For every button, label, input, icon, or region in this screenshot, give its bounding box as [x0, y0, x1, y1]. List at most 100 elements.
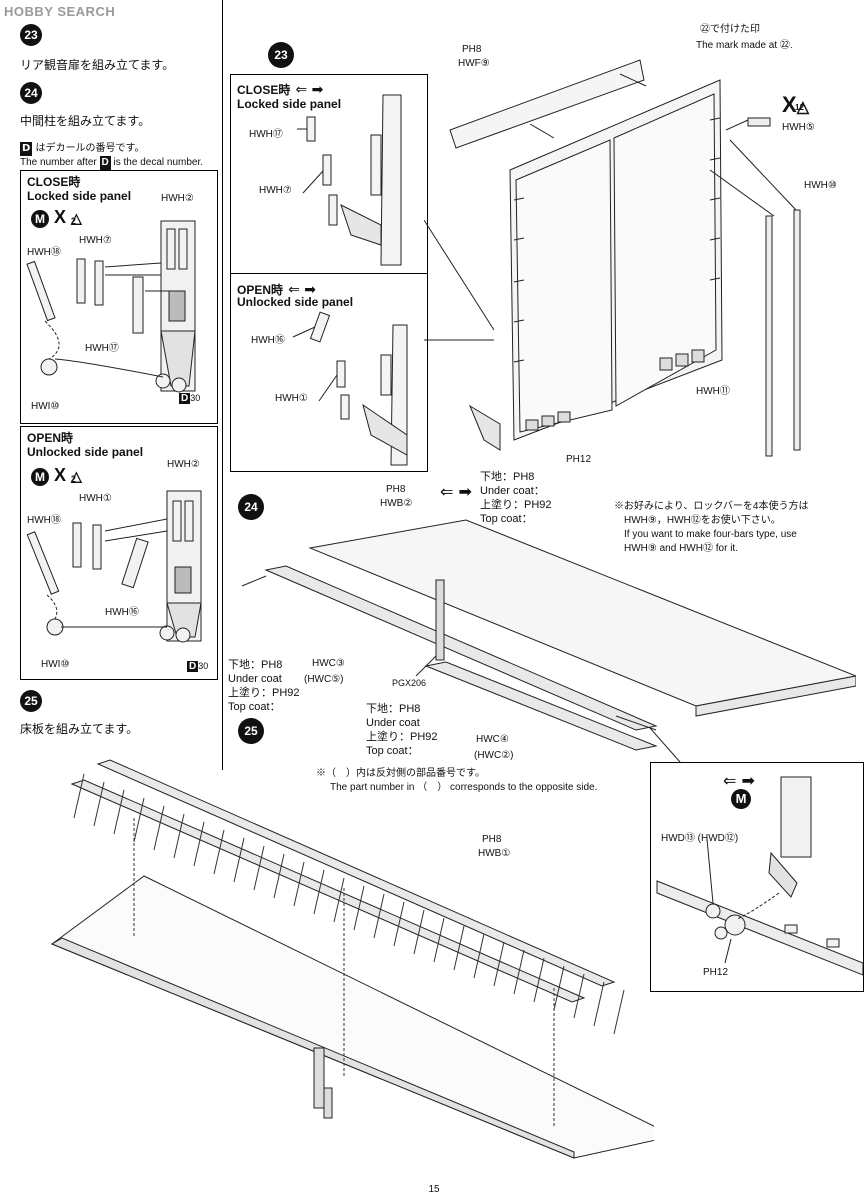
coat1-top-jp: 上塗り：PH92: [480, 499, 552, 511]
open-label-hwh16: HWH⑯: [105, 607, 139, 618]
hwh5-label: HWH⑤: [782, 122, 815, 133]
inset-open-title-en: Unlocked side panel: [237, 295, 354, 309]
decal-note-en-prefix: The number after: [20, 157, 97, 168]
x12-tri-number: 12: [795, 103, 804, 112]
inset-close-title: CLOSE時 ⇐ ➡: [237, 79, 323, 98]
hwc4-coat-jp: 下地：PH8: [366, 703, 421, 715]
step-23-badge: 23: [20, 24, 42, 46]
open-decal-num: 30: [198, 661, 209, 671]
open-mx-marks: M X △2: [31, 465, 87, 486]
decal-badge: D: [20, 142, 33, 156]
page-number: 15: [428, 1184, 440, 1195]
inset-close-title-jp: CLOSE時: [237, 83, 291, 97]
inset-divider: [231, 273, 427, 274]
m-circle-icon: M: [31, 210, 49, 228]
note-jp1: ※お好みにより、ロックバーを4本使う方は: [614, 501, 809, 512]
inset-diagram: [292, 94, 408, 466]
watermark-logo: HOBBY SEARCH: [4, 4, 116, 19]
close-decal-d: D: [179, 393, 191, 404]
step-25-text: 床板を組み立てます。: [20, 722, 139, 736]
triangle-icon: △: [71, 210, 82, 226]
open-title-jp: OPEN時: [27, 431, 74, 445]
note-en1: If you want to make four-bars type, use: [624, 529, 797, 540]
hwc4-top: Top coat：: [366, 745, 419, 757]
inset-open-hwh16: HWH⑯: [251, 335, 285, 346]
close-label-hwh18: HWH⑱: [27, 247, 61, 258]
hwc3-top-jp: 上塗り：PH92: [228, 687, 300, 699]
close-label-hwi10: HWI⑩: [31, 401, 60, 412]
step-23-text: リア観音扉を組み立てます。: [20, 58, 175, 72]
hwc3-coat-jp: 下地：PH8: [228, 659, 283, 671]
double-arrow-icon: ⇐ ➡: [295, 82, 324, 98]
step-25-badge: 25: [20, 690, 42, 712]
inset-open-hwh1: HWH①: [275, 393, 308, 404]
close-label-hwh7: HWH⑦: [79, 235, 112, 246]
right-step-23-badge: 23: [268, 42, 294, 68]
decal-note: D はデカールの番号です。 The number after D is the …: [20, 142, 203, 170]
hwc4-part: HWC④: [476, 734, 509, 745]
inset-close-hwh7: HWH⑦: [259, 185, 292, 196]
triangle-number: 2: [70, 474, 76, 484]
hwb1-part: HWB①: [478, 848, 511, 859]
hwd13-label: HWD⑬ (HWD⑫): [661, 833, 739, 844]
hwb2-part: HWB②: [380, 498, 413, 509]
close-mx-marks: M X △2: [31, 207, 87, 228]
four-bar-note: ※お好みにより、ロックバーを4本使う方は HWH⑨，HWH⑫をお使い下さい。 I…: [614, 500, 808, 556]
hwb2-ph: PH8: [386, 484, 406, 495]
m-circle-icon: M: [31, 468, 49, 486]
triangle-icon: △: [796, 99, 809, 116]
step-24-badge: 24: [20, 82, 42, 104]
hwc3-under: Under coat: [228, 673, 282, 685]
detail-ph12: PH12: [703, 967, 729, 978]
hwh11-label: HWH⑪: [696, 386, 730, 397]
hwc5-alt: (HWC⑤): [304, 674, 344, 685]
close-title-jp: CLOSE時: [27, 175, 81, 189]
open-label-hwh18: HWH⑱: [27, 515, 61, 526]
top-ph8: PH8: [462, 44, 482, 55]
open-label-hwh2: HWH②: [167, 459, 200, 470]
inset-close-title-en: Locked side panel: [237, 97, 342, 111]
step-24-text: 中間柱を組み立てます。: [20, 114, 151, 128]
inset-leader-lines: [424, 220, 495, 341]
close-label-hwh17: HWH⑰: [85, 343, 119, 354]
right-step-24-badge: 24: [238, 494, 264, 520]
hwc3-top: Top coat：: [228, 701, 281, 713]
inset-open-title: OPEN時 ⇐ ➡: [237, 279, 316, 298]
decal-note-jp: はデカールの番号です。: [35, 143, 145, 154]
hwc4-top-jp: 上塗り：PH92: [366, 731, 438, 743]
detail-leader: [650, 728, 681, 763]
floor-frame-drawing: [50, 759, 654, 1159]
coat-block-hwc3: 下地：PH8 Under coat 上塗り：PH92 Top coat：: [228, 658, 300, 714]
double-arrow-icon: ⇐ ➡: [440, 482, 472, 501]
x-mark: X: [54, 465, 67, 485]
hwb1-ph: PH8: [482, 834, 502, 845]
coat1-under: Under coat：: [480, 485, 545, 497]
double-arrow-icon: ⇐ ➡: [288, 282, 317, 298]
close-locked-panel-box: CLOSE時 Locked side panel M X △2 HWH② HWH…: [20, 170, 218, 424]
close-label-hwh2: HWH②: [161, 193, 194, 204]
pgx206: PGX206: [392, 678, 427, 688]
double-arrow-icon: ⇐ ➡: [723, 771, 755, 790]
rear-door-lock-inset: CLOSE時 ⇐ ➡ Locked side panel HWH⑰ HWH⑦ O…: [230, 74, 428, 472]
close-diagram: [26, 220, 196, 393]
x12-mark: X△12: [782, 92, 818, 118]
top-hwf9: HWF⑨: [458, 58, 490, 69]
ph12-label-door: PH12: [566, 454, 592, 465]
opposite-note-jp: ※（ ）内は反対側の部品番号です。: [316, 768, 485, 779]
x12-x: X: [782, 92, 797, 117]
right-step-25-badge: 25: [238, 718, 264, 744]
mark-en: The mark made at ㉒.: [696, 40, 793, 51]
hwc3-part: HWC③: [312, 658, 345, 669]
column-divider: [222, 0, 223, 770]
coat-block-hwc4: 下地：PH8 Under coat 上塗り：PH92 Top coat：: [366, 702, 438, 758]
latch-detail-drawing: [656, 776, 863, 976]
note-jp2: HWH⑨，HWH⑫をお使い下さい。: [624, 515, 781, 526]
x-mark: X: [54, 207, 67, 227]
open-title-en: Unlocked side panel: [27, 445, 144, 459]
open-diagram: [26, 490, 202, 643]
note-en2: HWH⑨ and HWH⑫ for it.: [624, 543, 738, 554]
open-decal-d: D: [187, 661, 199, 672]
coat1-jp: 下地：PH8: [480, 471, 535, 483]
